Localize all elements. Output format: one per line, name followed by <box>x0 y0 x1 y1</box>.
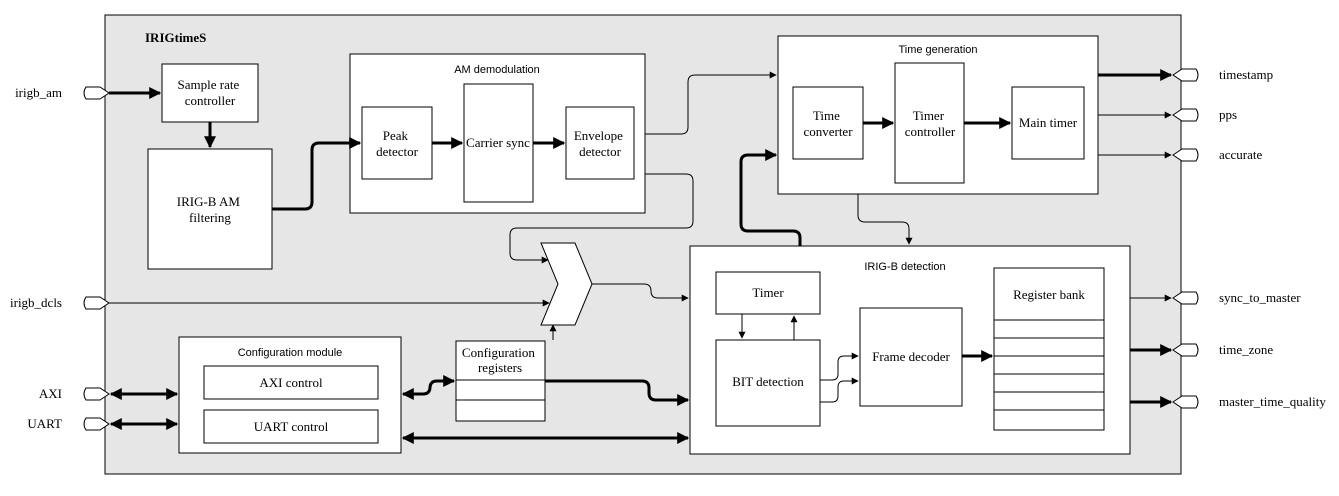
port-label-irigb-am: irigb_am <box>15 85 62 100</box>
port-pin-irigb-dcls <box>83 296 110 310</box>
peak-detector-label: Peak detector <box>376 128 419 159</box>
port-pin-accurate <box>1172 148 1199 162</box>
time-generation-title: Time generation <box>898 44 977 56</box>
port-pin-pps <box>1172 108 1199 122</box>
wire-envelope-to-mux <box>509 173 694 264</box>
wire-bit-to-frame-1 <box>820 352 859 381</box>
port-label-timestamp: timestamp <box>1219 67 1273 82</box>
port-label-master-time-quality: master_time_quality <box>1219 394 1326 409</box>
uart-control-block <box>203 409 379 444</box>
register-bank-rows <box>994 319 1104 411</box>
time-converter-label: Time converter <box>803 108 853 139</box>
peak-detector-block <box>361 106 433 180</box>
wire-timegen-to-detection <box>857 194 913 245</box>
configuration-registers-block <box>455 340 546 422</box>
port-pin-uart <box>83 417 110 431</box>
configuration-module-title: Configuration module <box>238 347 343 359</box>
timer-controller-label: Timer controller <box>905 108 956 139</box>
frame-decoder-block <box>859 307 963 407</box>
port-label-irigb-dcls: irigb_dcls <box>10 295 62 310</box>
wire-filter-to-peak <box>272 137 362 211</box>
envelope-detector-block <box>565 106 635 180</box>
bit-detection-block <box>715 339 821 427</box>
port-pin-timestamp <box>1172 68 1199 82</box>
port-label-time-zone: time_zone <box>1219 342 1273 357</box>
connections <box>109 69 1173 444</box>
sample-rate-controller-label: Sample rate controller <box>178 77 243 108</box>
port-pins-left <box>83 86 110 431</box>
irigb-am-filtering-block <box>147 148 273 270</box>
main-timer-block <box>1011 86 1085 160</box>
wire-configmod-to-registers <box>401 375 456 400</box>
system-title: IRIGtimeS <box>145 30 206 45</box>
port-label-uart: UART <box>27 416 62 431</box>
axi-control-block <box>203 365 379 400</box>
sample-rate-controller-block <box>161 63 259 123</box>
wire-detection-to-timeconv <box>739 149 802 246</box>
port-pin-axi <box>83 387 110 401</box>
uart-control-label: UART control <box>254 419 329 434</box>
time-converter-block <box>792 86 864 160</box>
axi-control-label: AXI control <box>259 375 323 390</box>
carrier-sync-label: Carrier sync <box>466 135 530 150</box>
input-multiplexer <box>540 242 593 326</box>
timer-label: Timer <box>752 285 784 300</box>
am-demodulation-title: AM demodulation <box>454 64 540 76</box>
bit-detection-label: BIT detection <box>732 374 804 389</box>
configuration-registers-label: Configuration registers <box>462 345 538 375</box>
port-pin-time-zone <box>1172 343 1199 357</box>
irigb-am-filtering-label: IRIG-B AM filtering <box>177 194 243 225</box>
port-label-accurate: accurate <box>1219 147 1263 162</box>
port-pins-right <box>1172 68 1199 409</box>
timer-block <box>715 271 821 315</box>
port-pin-sync-to-master <box>1172 291 1199 305</box>
register-bank-label: Register bank <box>1013 287 1085 302</box>
wire-mux-to-detection <box>592 283 689 302</box>
wire-envelope-to-timegen <box>645 71 777 135</box>
port-label-pps: pps <box>1219 107 1237 122</box>
wire-bit-to-frame-2 <box>820 377 859 403</box>
register-bank-block <box>993 267 1105 431</box>
irigb-detection-title: IRIG-B detection <box>864 261 945 273</box>
port-pin-master-time-quality <box>1172 395 1199 409</box>
timer-controller-block <box>894 62 965 184</box>
frame-decoder-label: Frame decoder <box>872 349 950 364</box>
main-timer-label: Main timer <box>1019 115 1078 130</box>
port-pin-irigb-am <box>83 86 110 100</box>
carrier-sync-block <box>463 83 534 203</box>
port-label-sync-to-master: sync_to_master <box>1219 290 1301 305</box>
port-label-axi: AXI <box>39 386 62 401</box>
envelope-detector-label: Envelope detector <box>574 128 626 159</box>
wire-registers-to-detection <box>545 379 690 406</box>
